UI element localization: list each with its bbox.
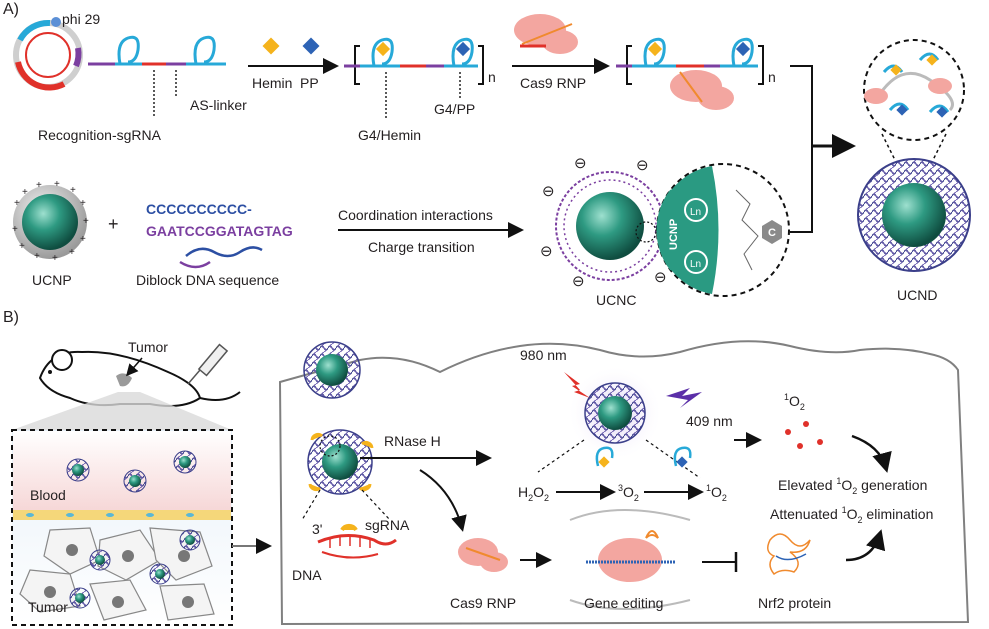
svg-text:+: +	[52, 253, 58, 264]
hairpin-icon	[117, 35, 140, 65]
minus-charge-icon: ⊖	[542, 183, 555, 200]
cas9-rnp-cell-icon	[458, 538, 508, 572]
nrf2-label: Nrf2 protein	[758, 595, 831, 611]
ln-label-1: Ln	[690, 207, 701, 218]
g4-pp-label: G4/PP	[434, 101, 475, 117]
pp-icon	[302, 37, 320, 55]
g4-hemin-label: G4/Hemin	[358, 127, 421, 143]
svg-text:+: +	[83, 216, 89, 227]
minus-charge-icon: ⊖	[540, 243, 553, 260]
minus-charge-icon: ⊖	[574, 155, 587, 172]
nucleus-editing-icon	[569, 509, 691, 610]
hemin-label: Hemin	[252, 75, 292, 91]
gene-editing-label: Gene editing	[584, 595, 663, 611]
svg-text:+: +	[12, 224, 18, 235]
three-prime-label: 3'	[312, 521, 322, 537]
circular-template	[13, 17, 83, 91]
tumor-mouse-label: Tumor	[128, 339, 168, 355]
ucnp-inset-label: UCNP	[668, 219, 680, 250]
triplet-o2-label: 3O2	[618, 483, 639, 503]
cas9-rnp-icon	[514, 14, 578, 54]
nm409-label: 409 nm	[686, 413, 733, 429]
svg-text:+: +	[80, 198, 86, 209]
ucnd-cas9-loaded	[307, 429, 374, 495]
coordination-label: Coordination interactions	[338, 207, 493, 223]
diblock-dna-icon	[185, 246, 263, 258]
phi29-label: phi 29	[62, 11, 100, 27]
recognition-sgrna-label: Recognition-sgRNA	[38, 127, 162, 143]
c-label: C	[768, 227, 776, 239]
singlet-o2-title: 1O2	[784, 392, 805, 412]
rca-strand	[88, 35, 226, 66]
singlet-oxygen-dots	[785, 421, 823, 449]
laser-980-icon	[564, 372, 590, 398]
svg-text:+: +	[22, 187, 28, 198]
diblock-label: Diblock DNA sequence	[136, 272, 279, 288]
ucnc-particle	[555, 171, 665, 281]
rnase-h-label: RNase H	[384, 433, 441, 449]
repeat-n-label: n	[488, 69, 496, 85]
syringe-icon	[187, 343, 229, 385]
svg-text:+: +	[54, 179, 60, 190]
panel-a-label: A)	[3, 1, 19, 18]
pp-label: PP	[300, 75, 319, 91]
blood-nanoparticles	[66, 450, 201, 609]
svg-text:+: +	[36, 180, 42, 191]
panel-b-label: B)	[3, 309, 19, 326]
tissue-box	[11, 429, 233, 626]
as-linker-label: AS-linker	[190, 97, 247, 113]
h2o2-label: H2O2	[518, 484, 549, 503]
tumor-tissue-label: Tumor	[28, 599, 68, 615]
attenuated-label: Attenuated 1O2 elimination	[770, 505, 933, 525]
ucnp-particle: ++ ++ ++ ++ ++ ++ +	[12, 179, 89, 264]
singlet-o2-product-label: 1O2	[706, 483, 727, 503]
repeat-unit-cas9	[616, 37, 764, 110]
repeat-n2-label: n	[768, 69, 776, 85]
sgrna-label: sgRNA	[365, 517, 410, 533]
emission-409-icon	[666, 388, 702, 408]
surface-inset	[656, 163, 790, 297]
ucnd-particle	[857, 158, 971, 272]
svg-text:+: +	[14, 198, 20, 209]
dna-sgrna-duplex	[317, 523, 397, 559]
minus-charge-icon: ⊖	[654, 269, 667, 286]
hairpin-icon	[193, 35, 216, 65]
ucnd-zoom-inset	[863, 39, 965, 141]
ucnd-irradiated	[584, 382, 646, 444]
ucnp-label: UCNP	[32, 272, 72, 288]
svg-text:+: +	[69, 247, 75, 258]
cas9-reagent-label: Cas9 RNP	[520, 75, 586, 91]
dna-label: DNA	[292, 567, 322, 583]
svg-text:+: +	[70, 185, 76, 196]
minus-charge-icon: ⊖	[572, 273, 585, 290]
svg-text:+: +	[34, 251, 40, 262]
ln-label-2: Ln	[690, 259, 701, 270]
nrf2-protein-icon	[767, 533, 811, 576]
mouse-icon	[38, 349, 241, 407]
hemin-icon	[262, 37, 280, 55]
ucnc-label: UCNC	[596, 292, 636, 308]
ucnd-label: UCND	[897, 287, 937, 303]
blood-label: Blood	[30, 487, 66, 503]
cas9-rnp-label: Cas9 RNP	[450, 595, 516, 611]
plus-sign: +	[108, 214, 119, 234]
elevated-label: Elevated 1O2 generation	[778, 476, 927, 496]
svg-text:+: +	[19, 241, 25, 252]
svg-text:+: +	[80, 234, 86, 245]
charge-transition-label: Charge transition	[368, 239, 475, 255]
cell-membrane	[278, 340, 970, 626]
sequence-line-2: GAATCCGGATAGTAG	[146, 223, 293, 239]
minus-charge-icon: ⊖	[636, 157, 649, 174]
phi29-polymerase-icon	[51, 17, 61, 27]
nm980-label: 980 nm	[520, 347, 567, 363]
sequence-line-1: CCCCCCCCCC-	[146, 201, 252, 217]
repeat-unit-g4	[344, 37, 484, 85]
ucnd-entering	[303, 341, 361, 399]
